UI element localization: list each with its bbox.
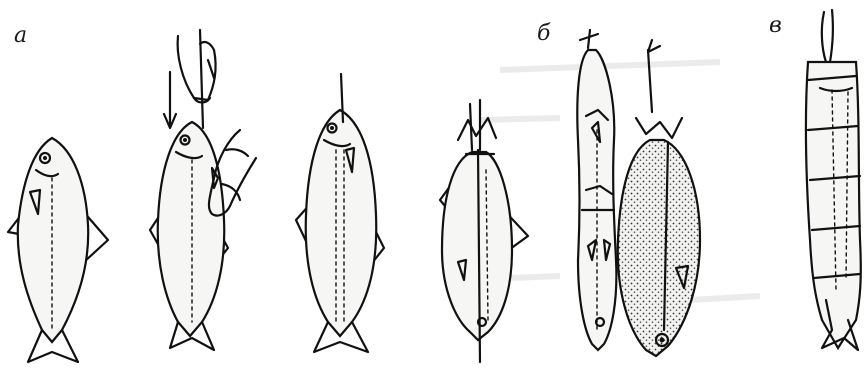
fish-hanging-tied-tail [440,100,528,362]
label-a: а [14,23,27,48]
fish-with-hand-and-stick [150,30,256,350]
label-b: б [537,21,551,46]
fish-hanging-long [577,30,616,350]
fish-with-stick-inserted [296,74,384,352]
fish-wrapped-on-stick [806,10,861,350]
label-v: в [769,13,782,38]
fish-whole [8,138,108,362]
fish-hanging-stippled [618,40,700,356]
